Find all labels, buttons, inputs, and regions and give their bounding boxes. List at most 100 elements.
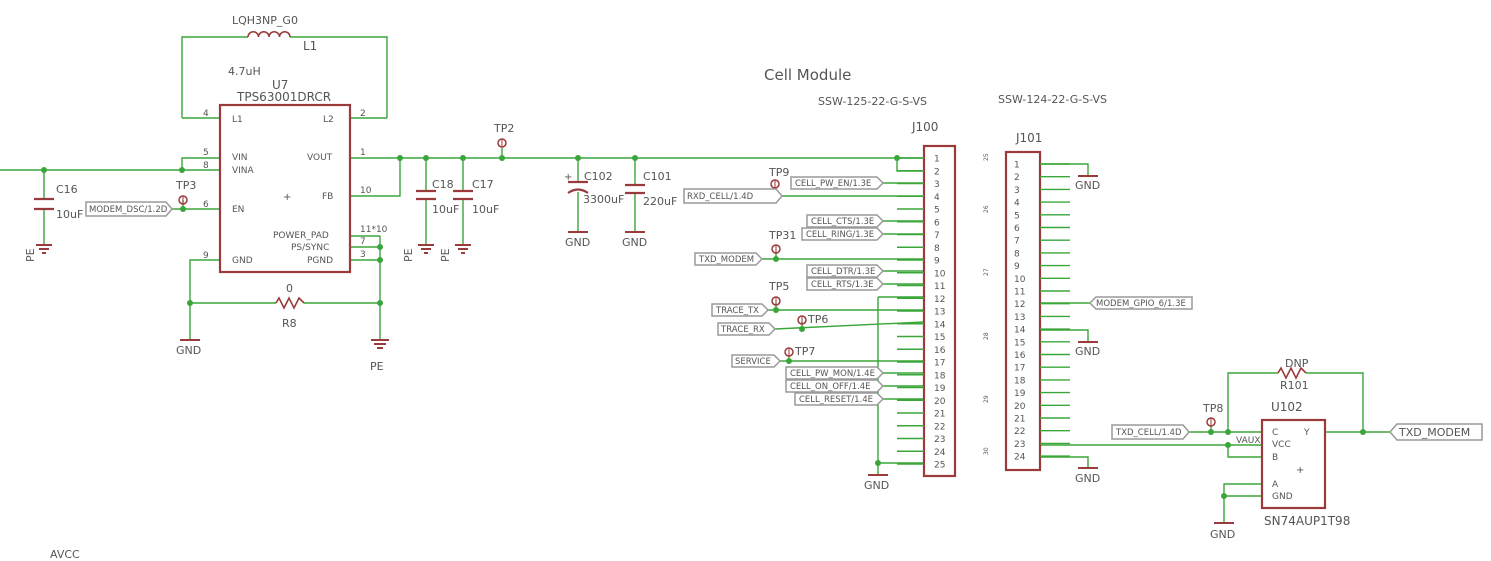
c16-ref: C16 (56, 183, 78, 196)
flag-cell-pw-mon: CELL_PW_MON/1.4E (785, 366, 885, 380)
schematic-title: Cell Module (764, 66, 851, 84)
svg-text:MODEM_GPIO_6/1.3E: MODEM_GPIO_6/1.3E (1096, 299, 1186, 309)
j100-pin-num: 22 (934, 422, 945, 432)
j101-pin-num: 20 (1014, 402, 1026, 412)
svg-text:TP9: TP9 (768, 166, 789, 179)
c17-ref: C17 (472, 178, 494, 191)
u7-pin-num: 10 (360, 186, 372, 196)
svg-text:CELL_PW_MON/1.4E: CELL_PW_MON/1.4E (790, 369, 875, 379)
j100-pin-num: 23 (934, 435, 945, 445)
svg-text:GND: GND (864, 479, 889, 492)
j100-pin-num: 4 (934, 193, 940, 203)
svg-text:CELL_RING/1.3E: CELL_RING/1.3E (806, 230, 874, 240)
connector-j100: SSW-125-22-G-S-VS J100 12345678910111213… (818, 95, 957, 478)
u7-pin-name: FB (322, 192, 333, 202)
testpoint-tp6: TP6 (797, 313, 828, 326)
gnd-symbol: GND (176, 339, 201, 357)
j100-pin-num: 20 (934, 397, 946, 407)
net-flags: MODEM_DSC/1.2D CELL_PW_EN/1.3E RXD_CELL/… (85, 176, 1483, 441)
u102-pin-a: A (1272, 480, 1279, 490)
svg-text:CELL_RESET/1.4E: CELL_RESET/1.4E (799, 395, 873, 405)
j101-pin-num: 19 (1014, 389, 1026, 399)
u7-pin-num: 1 (360, 148, 366, 158)
u7-pin-num: 4 (203, 109, 209, 119)
svg-text:GND: GND (1210, 528, 1235, 541)
u7-pin-name: VINA (232, 166, 255, 176)
j100-pin-num: 15 (934, 333, 945, 343)
c18-ref: C18 (432, 178, 454, 191)
capacitor-c16: C16 10uF (34, 183, 83, 221)
svg-text:SERVICE: SERVICE (735, 357, 771, 367)
j100-pin-num: 5 (934, 206, 940, 216)
gnd-symbol: GND (1075, 467, 1100, 485)
vaux-label: VAUX (1236, 436, 1261, 446)
u7-pin-name: L1 (232, 115, 243, 125)
testpoint-tp31: TP31 (768, 229, 796, 254)
j100-pin-num: 7 (934, 231, 940, 241)
j101-pin-num: 11 (1014, 288, 1025, 298)
j101-pin-num: 8 (1014, 249, 1020, 259)
svg-text:TP7: TP7 (794, 345, 815, 358)
j101-pin-num: 22 (1014, 427, 1025, 437)
pe-symbol: PE (370, 339, 389, 373)
u7-pin-num: 7 (360, 237, 366, 247)
j101-side-mark: 28 (983, 332, 990, 340)
u102-pin-y: Y (1303, 428, 1310, 438)
u7-pin-name: EN (232, 205, 244, 215)
testpoint-tp2: TP2 (493, 122, 514, 148)
j100-pin-num: 10 (934, 269, 946, 279)
j101-side-mark: 29 (983, 395, 990, 403)
svg-text:CELL_PW_EN/1.3E: CELL_PW_EN/1.3E (795, 179, 871, 189)
u7-ref: U7 (272, 78, 288, 92)
svg-text:TXD_MODEM: TXD_MODEM (1398, 426, 1470, 439)
testpoint-tp8: TP8 (1202, 402, 1223, 427)
svg-text:PE: PE (402, 248, 415, 262)
u102-part: SN74AUP1T98 (1264, 514, 1350, 528)
testpoint-tp7: TP7 (784, 345, 815, 358)
j100-part: SSW-125-22-G-S-VS (818, 95, 927, 108)
u7-pin-name: PS/SYNC (291, 243, 329, 253)
c16-value: 10uF (56, 208, 83, 221)
j101-pin-num: 6 (1014, 224, 1020, 234)
j101-pin-num: 7 (1014, 237, 1020, 247)
j101-pin-num: 13 (1014, 313, 1025, 323)
svg-text:MODEM_DSC/1.2D: MODEM_DSC/1.2D (89, 205, 168, 215)
j100-pin-num: 2 (934, 167, 940, 177)
flag-cell-reset: CELL_RESET/1.4E (794, 392, 885, 406)
svg-text:+: + (564, 172, 572, 183)
svg-text:GND: GND (1075, 179, 1100, 192)
svg-text:PE: PE (439, 248, 452, 262)
j101-pin-num: 2 (1014, 173, 1020, 183)
j101-pin-num: 17 (1014, 364, 1025, 374)
j100-pin-num: 3 (934, 180, 940, 190)
r8-value: 0 (286, 282, 293, 295)
j100-pin-num: 11 (934, 282, 945, 292)
u7-pin-name: PGND (307, 256, 333, 266)
svg-text:TP2: TP2 (493, 122, 514, 135)
c18-value: 10uF (432, 203, 459, 216)
j101-pin-num: 14 (1014, 326, 1026, 336)
svg-text:TXD_CELL/1.4D: TXD_CELL/1.4D (1115, 428, 1182, 438)
j101-pin-num: 24 (1014, 453, 1026, 463)
j101-part: SSW-124-22-G-S-VS (998, 93, 1107, 106)
svg-text:GND: GND (565, 236, 590, 249)
u102-ref: U102 (1271, 400, 1303, 414)
svg-text:GND: GND (622, 236, 647, 249)
j101-pin-num: 1 (1014, 161, 1020, 171)
flag-trace-rx: TRACE_RX (717, 322, 777, 336)
u7-pin-num: 11*10 (360, 225, 388, 235)
avcc-label: AVCC (50, 548, 80, 561)
svg-text:CELL_RTS/1.3E: CELL_RTS/1.3E (811, 280, 874, 290)
u7-pin-num: 9 (203, 251, 209, 261)
capacitor-c18: C18 10uF (416, 178, 459, 216)
c101-ref: C101 (643, 170, 672, 183)
u7-part: TPS63001DRCR (236, 90, 331, 104)
svg-text:GND: GND (1075, 472, 1100, 485)
c102-ref: C102 (584, 170, 613, 183)
j101-pin-num: 12 (1014, 300, 1025, 310)
j100-pin-num: 25 (934, 461, 945, 471)
j100-pin-num: 1 (934, 155, 940, 165)
u7-pin-num: 8 (203, 161, 209, 171)
flag-rxd-cell: RXD_CELL/1.4D (683, 188, 783, 204)
